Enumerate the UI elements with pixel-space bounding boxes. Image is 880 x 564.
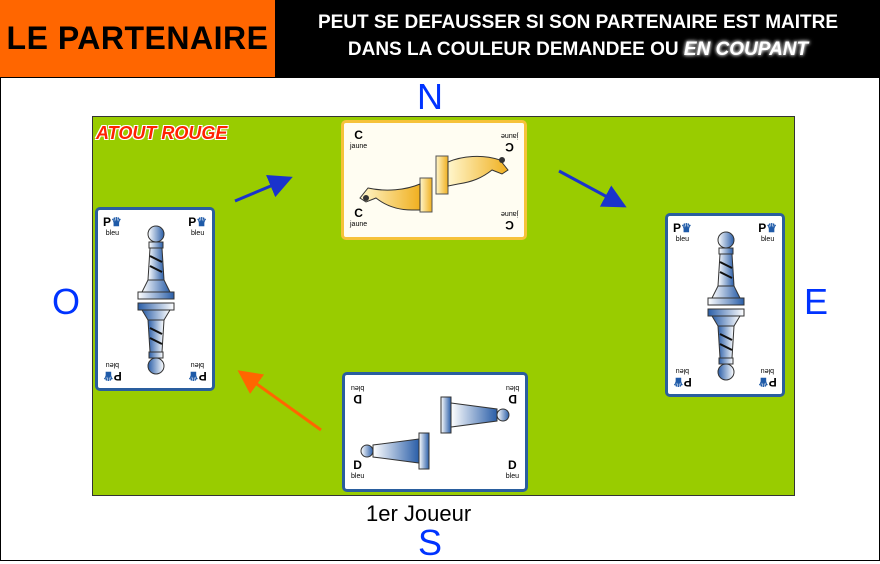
first-player-label: 1er Joueur	[366, 501, 472, 526]
card-corner: P♛bleu	[758, 221, 777, 243]
rule-line-1: PEUT SE DEFAUSSER SI SON PARTENAIRE EST …	[317, 12, 839, 33]
direction-south: S	[418, 522, 443, 563]
title-box: LE PARTENAIRE	[0, 0, 276, 78]
pawn-icon	[137, 225, 175, 375]
rule-line-2-text: DANS LA COULEUR DEMANDEE OU	[347, 39, 679, 60]
pawn-icon	[707, 231, 745, 381]
page-title: LE PARTENAIRE	[6, 20, 269, 56]
arrow-south-to-west	[237, 370, 322, 432]
rule-emphasis: EN COUPANT	[683, 39, 809, 60]
arrow-north-to-east	[558, 169, 627, 208]
direction-west: O	[52, 281, 81, 322]
arrow-west-to-north	[234, 175, 293, 203]
direction-north: N	[417, 76, 443, 117]
queen-icon	[360, 396, 510, 470]
card-corner: P♛bleu	[673, 221, 692, 243]
trump-label: ATOUT ROUGE	[96, 123, 228, 143]
rule-line-2: DANS LA COULEUR DEMANDEE OU EN COUPANT	[276, 36, 880, 63]
knight-icon	[359, 155, 509, 213]
direction-east: E	[804, 281, 829, 322]
card-west[interactable]: P♛bleu P♛bleu P♛bleu P♛bleu	[95, 207, 215, 391]
card-east[interactable]: P♛bleu P♛bleu P♛bleu P♛bleu	[665, 213, 785, 397]
rule-text-box: PEUT SE DEFAUSSER SI SON PARTENAIRE EST …	[276, 0, 880, 78]
card-corner: P♛bleu	[188, 215, 207, 237]
card-corner: P♛bleu	[103, 215, 122, 237]
